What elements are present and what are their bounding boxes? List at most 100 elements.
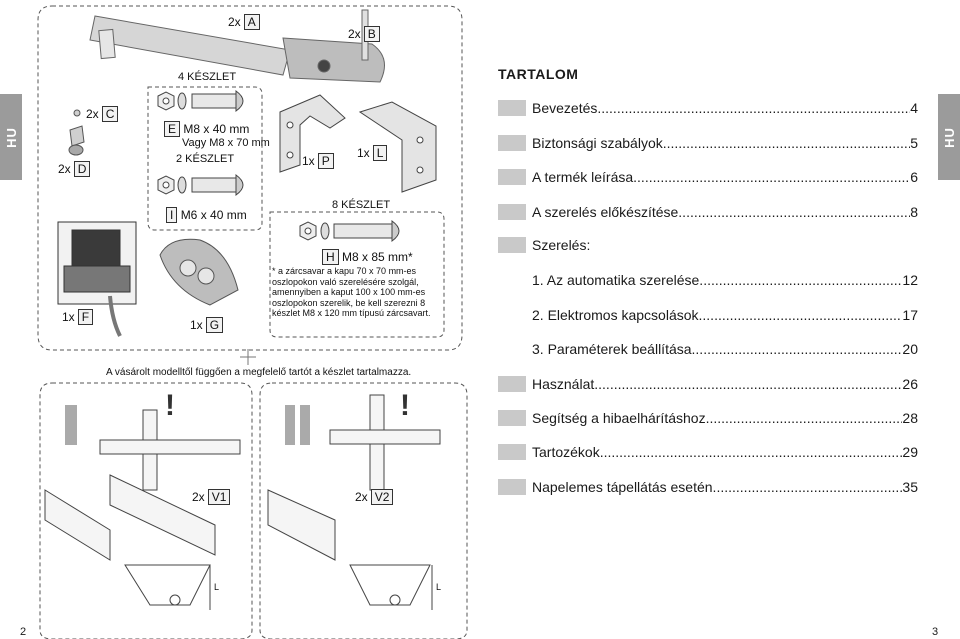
toc-item-text: Szerelés: bbox=[532, 237, 591, 253]
option-1-drawing bbox=[44, 405, 241, 610]
set8-label: 8 KÉSZLET bbox=[332, 199, 391, 211]
toc-item-text: A termék leírása........................… bbox=[532, 169, 910, 185]
toc-row: A termék leírása........................… bbox=[498, 168, 918, 186]
toc-item-text: Segítség a hibaelhárításhoz.............… bbox=[532, 410, 903, 426]
toc-item-page: 8 bbox=[910, 204, 918, 220]
page-number-right: 3 bbox=[932, 626, 939, 638]
qty-l: 1x bbox=[357, 146, 370, 160]
toc-item-text: Bevezetés...............................… bbox=[532, 100, 910, 116]
option-2-drawing bbox=[267, 394, 441, 610]
toc-row: 3. Paraméterek beállítása...............… bbox=[532, 341, 918, 359]
toc-row: Tartozékok..............................… bbox=[498, 443, 918, 461]
letter-f: F bbox=[77, 309, 94, 325]
control-box bbox=[57, 221, 137, 337]
toc-bar bbox=[498, 169, 526, 185]
toc-item-text: 2. Elektromos kapcsolások...............… bbox=[532, 307, 902, 323]
bracket-caption: A vásárolt modelltől függően a megfelelő… bbox=[106, 367, 412, 378]
qty-f: 1x bbox=[62, 310, 75, 324]
letter-l: L bbox=[372, 145, 388, 161]
language-tab-left: HU bbox=[0, 94, 22, 180]
bolt-set-e bbox=[157, 90, 244, 196]
letter-h: H bbox=[322, 249, 339, 265]
dim-l-2: L bbox=[436, 582, 442, 592]
toc-item-text: 1. Az automatika szerelése..............… bbox=[532, 272, 902, 288]
qty-v1: 2x bbox=[192, 490, 205, 504]
toc-item-text: A szerelés előkészítése.................… bbox=[532, 204, 911, 220]
letter-g: G bbox=[205, 317, 224, 333]
letter-a: A bbox=[243, 14, 260, 30]
toc-row: Bevezetés...............................… bbox=[498, 99, 918, 117]
bolt-group-frame bbox=[147, 86, 263, 231]
set4-label: 4 KÉSZLET bbox=[178, 71, 237, 83]
language-tab-right: HU bbox=[938, 94, 960, 180]
qty-a: 2x bbox=[228, 15, 241, 29]
toc-item-text: Biztonsági szabályok....................… bbox=[532, 135, 910, 151]
toc-bar bbox=[498, 237, 526, 253]
toc-title: TARTALOM bbox=[498, 66, 579, 82]
warning-mark-1: ! bbox=[165, 389, 175, 422]
letter-v2: V2 bbox=[370, 489, 394, 505]
letter-e: E bbox=[164, 121, 181, 137]
qty-p: 1x bbox=[302, 154, 315, 168]
warning-mark-2: ! bbox=[400, 389, 410, 422]
qty-g: 1x bbox=[190, 318, 203, 332]
letter-v1: V1 bbox=[207, 489, 231, 505]
bolt-set-h bbox=[299, 220, 400, 242]
toc-row: 1. Az automatika szerelése..............… bbox=[532, 272, 918, 290]
bracket-l bbox=[358, 101, 437, 193]
h-size: M8 x 85 mm* bbox=[342, 250, 413, 264]
letter-p: P bbox=[317, 153, 334, 169]
toc-item-text: 3. Paraméterek beállítása...............… bbox=[532, 341, 903, 357]
kit-frame bbox=[37, 5, 463, 351]
toc-bar bbox=[498, 444, 526, 460]
toc-bar bbox=[498, 135, 526, 151]
toc-item-text: Tartozékok..............................… bbox=[532, 444, 902, 460]
letter-c: C bbox=[101, 106, 119, 122]
label-i: I M6 x 40 mm bbox=[166, 207, 247, 223]
toc-item-page: 5 bbox=[910, 135, 918, 151]
toc-item-text: Használat...............................… bbox=[532, 376, 902, 392]
remote-control bbox=[159, 238, 239, 306]
label-h: H M8 x 85 mm* bbox=[322, 249, 413, 265]
toc-item-page: 17 bbox=[902, 307, 918, 323]
toc-item-page: 12 bbox=[902, 272, 918, 288]
toc-bar bbox=[498, 479, 526, 495]
toc-row: Szerelés: bbox=[498, 236, 918, 254]
toc-row: A szerelés előkészítése.................… bbox=[498, 203, 918, 221]
toc-row: Napelemes tápellátás esetén.............… bbox=[498, 478, 918, 496]
letter-b: B bbox=[363, 26, 380, 42]
toc-bar bbox=[498, 376, 526, 392]
dim-l-1: L bbox=[214, 582, 220, 592]
qty-c: 2x bbox=[86, 107, 99, 121]
i-size: M6 x 40 mm bbox=[180, 208, 247, 222]
toc-item-text: Napelemes tápellátás esetén.............… bbox=[532, 479, 902, 495]
bracket-c bbox=[68, 109, 85, 156]
qty-b: 2x bbox=[348, 27, 361, 41]
toc-item-page: 28 bbox=[902, 410, 918, 426]
toc-item-page: 20 bbox=[902, 341, 918, 357]
toc-item-page: 35 bbox=[902, 479, 918, 495]
toc-bar bbox=[498, 204, 526, 220]
toc-row: 2. Elektromos kapcsolások...............… bbox=[532, 307, 918, 325]
label-e: E M8 x 40 mm bbox=[164, 121, 249, 137]
set2-label: 2 KÉSZLET bbox=[176, 153, 235, 165]
bracket-p bbox=[279, 94, 346, 173]
toc-item-page: 29 bbox=[902, 444, 918, 460]
letter-i: I bbox=[166, 207, 178, 223]
h-bolt-note: * a zárcsavar a kapu 70 x 70 mm-es oszlo… bbox=[272, 266, 431, 318]
toc-bar bbox=[498, 100, 526, 116]
e-alt: Vagy M8 x 70 mm bbox=[182, 137, 270, 149]
qty-d: 2x bbox=[58, 162, 71, 176]
e-size: M8 x 40 mm bbox=[183, 122, 250, 136]
h-bolt-frame bbox=[269, 211, 445, 338]
